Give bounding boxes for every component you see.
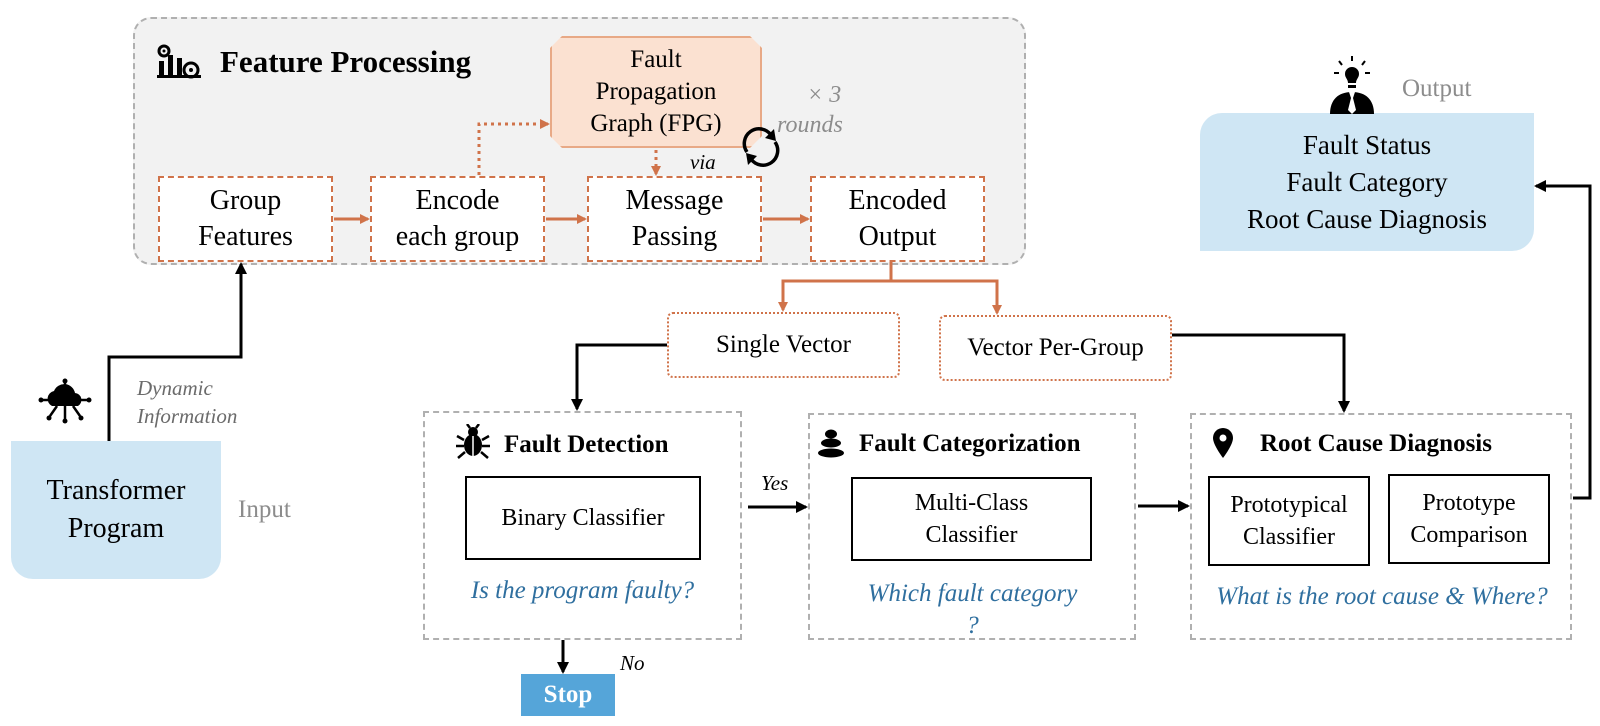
prototypical-line-2: Classifier: [1243, 524, 1335, 550]
rounds-times: × 3: [807, 82, 842, 108]
root-cause-diagnosis-title: Root Cause Diagnosis: [1260, 430, 1492, 457]
multi-class-line-2: Classifier: [925, 522, 1018, 548]
stop-box: Stop: [521, 674, 615, 716]
encode-each-group-box: Encode each group: [370, 176, 545, 262]
input-line-2: Program: [67, 513, 165, 544]
no-label: No: [620, 651, 645, 675]
fpg-line-1: Fault: [630, 46, 682, 73]
prototype-comparison-line-1: Prototype: [1422, 490, 1516, 516]
rounds-text: rounds: [777, 112, 843, 138]
encoded-output-line-2: Output: [858, 221, 937, 252]
prototype-comparison-line-2: Comparison: [1410, 522, 1528, 548]
cloud-network-icon: [38, 378, 92, 424]
binary-classifier-box: Binary Classifier: [465, 476, 701, 560]
output-line-1: Fault Status: [1302, 129, 1432, 160]
group-features-line-1: Group: [209, 185, 282, 216]
stacked-stones-icon: [818, 429, 844, 458]
location-pin-icon: [1213, 428, 1233, 458]
fpg-line-2: Propagation: [595, 78, 717, 105]
businessman-idea-icon: [1330, 56, 1374, 114]
message-passing-line-1: Message: [625, 185, 724, 216]
input-line-1: Transformer: [46, 475, 186, 506]
refresh-cycle-icon: [742, 127, 780, 167]
group-features-line-2: Features: [198, 221, 293, 252]
fpg-line-3: Graph (FPG): [590, 110, 722, 137]
fault-detection-title: Fault Detection: [504, 431, 669, 458]
yes-label: Yes: [761, 471, 789, 495]
encode-line-1: Encode: [415, 185, 500, 216]
dynamic-line-1: Dynamic: [137, 376, 213, 400]
arrow-per-group-to-root-cause: [1172, 333, 1350, 413]
arrow-output-split: [778, 262, 893, 312]
dynamic-line-2: Information: [137, 404, 238, 428]
arrow-single-vector-to-detection: [571, 343, 667, 411]
factory-gear-icon: [157, 44, 201, 79]
output-line-2: Fault Category: [1286, 166, 1448, 197]
vector-per-group-box: Vector Per-Group: [939, 315, 1172, 381]
encode-line-2: each group: [395, 221, 520, 252]
multi-class-line-1: Multi-Class: [914, 490, 1029, 516]
fault-categorization-title: Fault Categorization: [859, 430, 1081, 457]
dynamic-information-label: Dynamic Information: [137, 374, 237, 430]
prototypical-line-1: Prototypical: [1230, 492, 1348, 518]
fault-propagation-graph: Fault Propagation Graph (FPG): [550, 36, 762, 148]
bug-icon: [456, 424, 490, 459]
feature-processing-title: Feature Processing: [220, 44, 472, 79]
message-passing-line-2: Passing: [631, 221, 718, 252]
fault-categorization-question: Which fault category ?: [820, 578, 1125, 642]
via-label: via: [690, 150, 716, 174]
encoded-output-line-1: Encoded: [848, 185, 947, 216]
rounds-label: × 3 rounds: [777, 80, 843, 140]
output-label: Output: [1402, 75, 1472, 102]
fault-detection-question: Is the program faulty?: [470, 577, 695, 604]
categorization-question-line-1: Which fault category: [867, 580, 1078, 607]
root-cause-question: What is the root cause & Where?: [1216, 583, 1548, 610]
arrow-output-split-right: [891, 279, 1002, 315]
categorization-question-line-2: ?: [966, 612, 979, 639]
output-line-3: Root Cause Diagnosis: [1247, 203, 1487, 234]
single-vector-box: Single Vector: [667, 312, 900, 378]
input-label: Input: [238, 496, 291, 523]
